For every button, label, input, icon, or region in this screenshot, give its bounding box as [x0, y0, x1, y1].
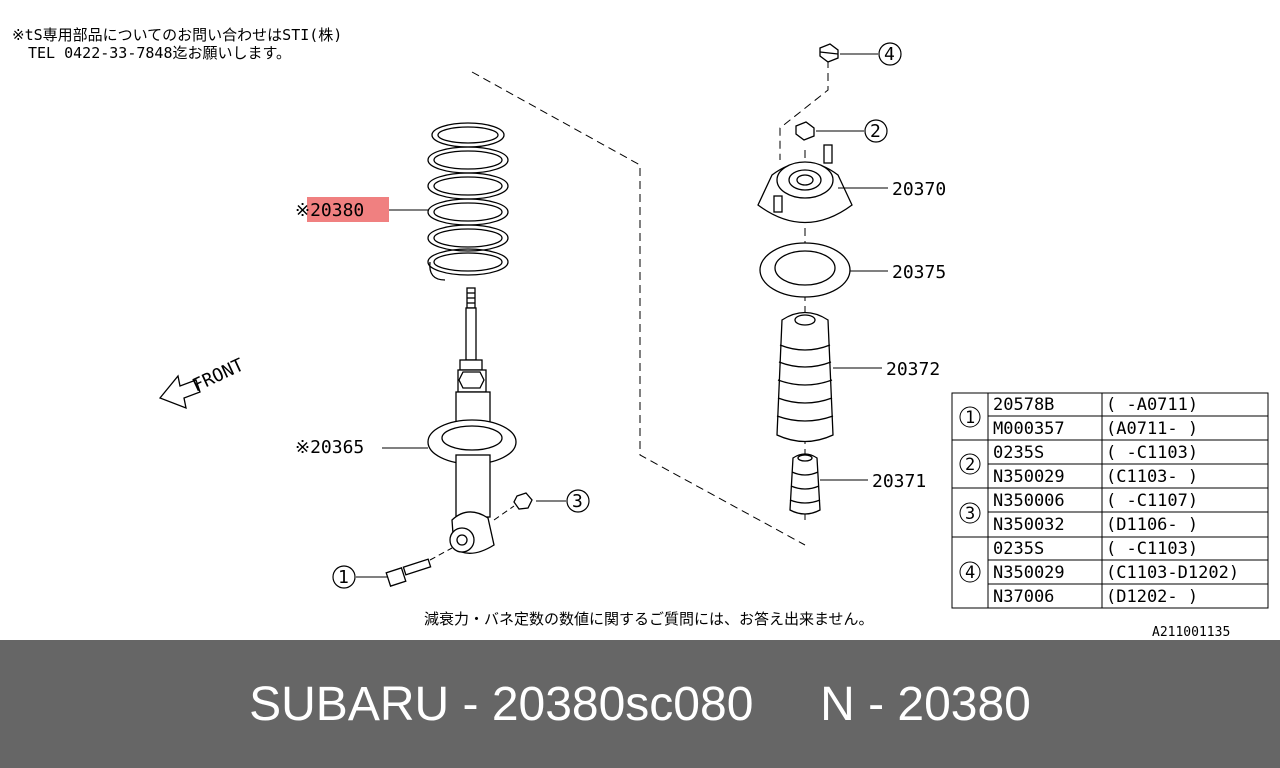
callout-20371: 20371: [872, 471, 926, 492]
callout-20365: ※20365: [295, 437, 364, 458]
table-group-2: 2: [965, 455, 975, 475]
disclaimer-note: 減衰力・バネ定数の数値に関するご質問には、お答え出来ません。: [424, 610, 874, 628]
bubble-4-top-nut: [878, 42, 902, 66]
table-date-range: ( -C1107): [1106, 491, 1198, 511]
table-group-1: 1: [965, 408, 975, 428]
strut-mount-part: [757, 144, 853, 224]
spring-seat-part: [759, 242, 851, 298]
table-date-range: (A0711- ): [1106, 419, 1198, 439]
table-part-number: M000357: [993, 419, 1065, 439]
bubble-2-mount-nut-label: 2: [870, 121, 881, 142]
coil-spring-part: [427, 122, 509, 281]
top-nut-part: [819, 43, 839, 63]
part-number-title: SUBARU - 20380sc080 N - 20380: [249, 677, 1031, 731]
table-part-number: 0235S: [993, 443, 1044, 463]
table-group-4: 4: [965, 563, 975, 583]
lower-nut-part: [513, 492, 533, 510]
table-date-range: (D1202- ): [1106, 587, 1198, 607]
assembly-guide-lines: [471, 60, 829, 546]
table-date-range: (C1103-D1202): [1106, 563, 1239, 583]
lower-bolt-part: [385, 558, 432, 587]
table-part-number: N37006: [993, 587, 1054, 607]
table-part-number: N350029: [993, 563, 1065, 583]
bump-stopper-part: [789, 453, 821, 515]
bubble-1-bolt: [332, 565, 356, 589]
diagram-reference-code: A211001135: [1152, 625, 1230, 640]
table-part-number: N350032: [993, 515, 1065, 535]
part-number-banner: SUBARU - 20380sc080 N - 20380: [0, 640, 1280, 768]
table-part-number: 0235S: [993, 539, 1044, 559]
front-arrow-icon: [158, 374, 201, 410]
dust-boot-part: [776, 311, 834, 443]
parts-diagram: ※tS専用部品についてのお問い合わせはSTI(株) TEL 0422-33-78…: [12, 26, 1269, 640]
table-part-number: 20578B: [993, 395, 1054, 415]
table-group-3: 3: [965, 504, 975, 524]
callout-20375: 20375: [892, 262, 946, 283]
callout-20372: 20372: [886, 359, 940, 380]
table-part-number: N350006: [993, 491, 1065, 511]
bubble-3-nut-label: 3: [572, 491, 583, 512]
bubble-1-bolt-label: 1: [338, 567, 349, 588]
table-date-range: ( -C1103): [1106, 539, 1198, 559]
callout-20370: 20370: [892, 179, 946, 200]
table-part-number: N350029: [993, 467, 1065, 487]
table-date-range: ( -A0711): [1106, 395, 1198, 415]
sti-contact-note: ※tS専用部品についてのお問い合わせはSTI(株): [12, 26, 342, 44]
callout-20380: ※20380: [295, 200, 364, 221]
table-date-range: ( -C1103): [1106, 443, 1198, 463]
front-label: FRONT: [189, 355, 247, 397]
bubble-2-mount-nut: [864, 119, 888, 143]
table-date-range: (D1106- ): [1106, 515, 1198, 535]
bubble-3-nut: [566, 489, 590, 513]
sti-phone-note: TEL 0422-33-7848迄お願いします。: [28, 44, 291, 62]
strut-assembly-part: [427, 287, 517, 554]
table-date-range: (C1103- ): [1106, 467, 1198, 487]
spring-callout-highlight: [307, 197, 389, 222]
bubble-4-top-nut-label: 4: [884, 44, 895, 65]
mount-nut-part: [795, 121, 815, 141]
parts-table: [951, 392, 1269, 609]
